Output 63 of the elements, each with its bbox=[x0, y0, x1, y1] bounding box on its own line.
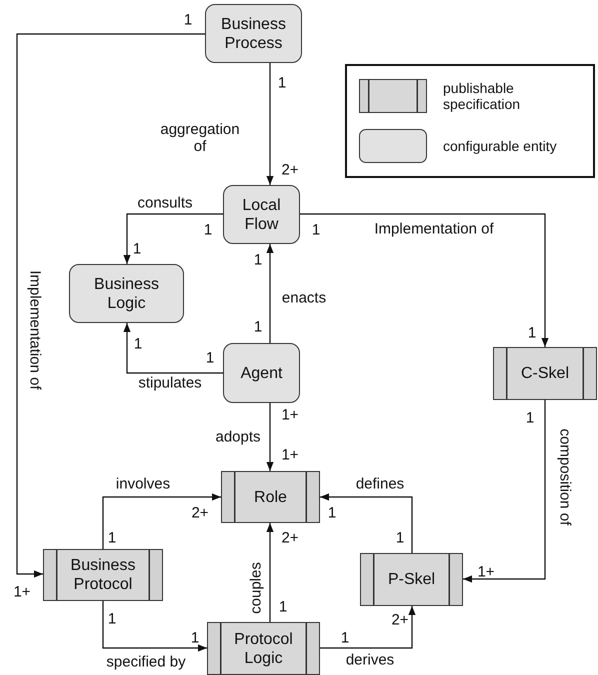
multiplicity-label: 1 bbox=[254, 252, 262, 268]
multiplicity-label: 1 bbox=[108, 530, 116, 546]
edge-label: stipulates bbox=[138, 374, 202, 392]
multiplicity-label: 1+ bbox=[13, 584, 31, 600]
multiplicity-label: 2+ bbox=[391, 612, 409, 628]
multiplicity-label: 1 bbox=[396, 530, 404, 546]
edge-label: Implementation of bbox=[374, 220, 494, 238]
multiplicity-label: 1 bbox=[328, 504, 336, 522]
specification-box: Protocol Logic bbox=[207, 622, 320, 675]
specification-box: P-Skel bbox=[360, 553, 463, 606]
edge-label: derives bbox=[346, 652, 394, 668]
entity-box: Business Process bbox=[205, 4, 302, 63]
legend-text: publishable specification bbox=[443, 80, 522, 112]
multiplicity-label: 1 bbox=[206, 350, 214, 366]
multiplicity-label: 1 bbox=[340, 630, 350, 646]
edge-label: composition of bbox=[556, 428, 574, 526]
multiplicity-label: 2+ bbox=[281, 530, 299, 546]
edge-label: consults bbox=[137, 194, 193, 212]
multiplicity-label: 1 bbox=[132, 240, 142, 258]
entity-box: Local Flow bbox=[223, 185, 300, 244]
legend-text: configurable entity bbox=[443, 138, 558, 154]
specification-box: C-Skel bbox=[493, 347, 597, 400]
multiplicity-label: 1 bbox=[278, 598, 288, 616]
multiplicity-label: 2+ bbox=[281, 162, 299, 178]
arrow bbox=[300, 213, 549, 347]
arrow bbox=[102, 493, 221, 549]
multiplicity-label: 1+ bbox=[281, 446, 299, 464]
edge-label: aggregation of bbox=[159, 121, 241, 155]
multiplicity-label: 1 bbox=[254, 318, 262, 336]
multiplicity-label: 1 bbox=[204, 222, 212, 238]
multiplicity-label: 1 bbox=[108, 610, 116, 628]
multiplicity-label: 1 bbox=[278, 74, 286, 92]
multiplicity-label: 1 bbox=[190, 630, 200, 646]
entity-box: Business Logic bbox=[69, 264, 184, 323]
multiplicity-label: 1 bbox=[184, 12, 192, 28]
arrow bbox=[102, 601, 207, 652]
arrow bbox=[266, 63, 274, 185]
arrow bbox=[320, 493, 413, 553]
multiplicity-label: 2+ bbox=[191, 504, 209, 522]
arrow bbox=[266, 244, 274, 343]
arrow bbox=[266, 403, 274, 471]
arrow bbox=[320, 606, 416, 649]
edge-label: specified by bbox=[106, 654, 186, 670]
arrow bbox=[123, 213, 223, 264]
multiplicity-label: 1+ bbox=[281, 406, 299, 424]
edge-label: enacts bbox=[282, 290, 326, 306]
multiplicity-label: 1+ bbox=[477, 564, 495, 580]
edge-label: Implementation of bbox=[26, 270, 44, 390]
specification-box: Business Protocol bbox=[43, 549, 163, 601]
multiplicity-label: 1 bbox=[526, 410, 534, 426]
arrow bbox=[266, 523, 274, 622]
specification-box: Role bbox=[221, 471, 320, 523]
arrow bbox=[16, 33, 205, 578]
multiplicity-label: 1 bbox=[528, 324, 536, 342]
entity-box: Agent bbox=[223, 343, 300, 403]
edge-label: defines bbox=[356, 476, 404, 492]
edge-label: involves bbox=[116, 476, 170, 492]
edge-label: couples bbox=[248, 562, 264, 614]
arrow bbox=[123, 323, 223, 374]
arrow bbox=[463, 400, 546, 583]
multiplicity-label: 1 bbox=[134, 336, 142, 352]
multiplicity-label: 1 bbox=[312, 222, 320, 238]
edge-label: adopts bbox=[215, 428, 261, 446]
